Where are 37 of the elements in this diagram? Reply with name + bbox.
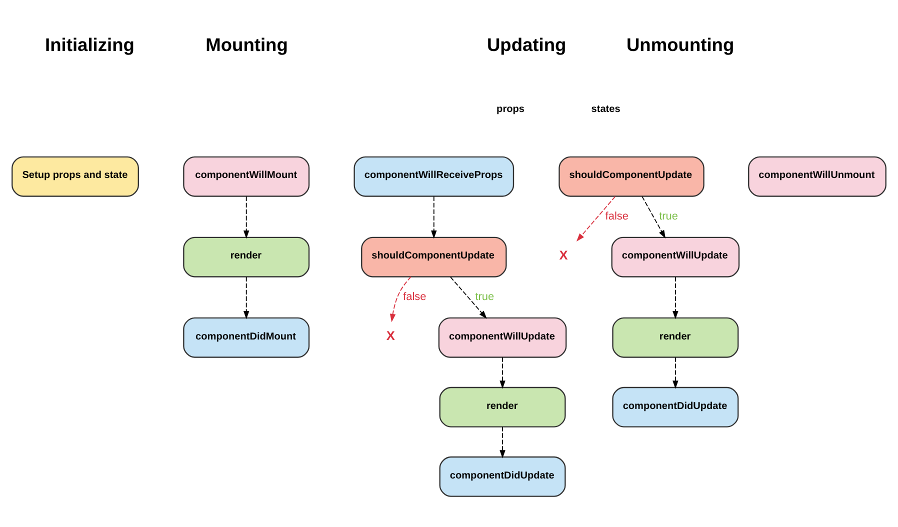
node-box: render: [183, 236, 310, 278]
arrow: [500, 426, 506, 458]
node-box: Setup props and state: [12, 156, 139, 197]
arrow: [672, 276, 678, 320]
node-box: shouldComponentUpdate: [361, 236, 507, 278]
node-box: componentDidMount: [183, 317, 310, 358]
arrow: [431, 196, 437, 239]
node-box: componentWillUnmount: [748, 156, 886, 197]
node-box: componentWillUpdate: [438, 317, 567, 358]
arrow: [450, 276, 487, 319]
arrow: [243, 196, 250, 239]
node-box: render: [439, 386, 566, 428]
edge-label: false: [403, 291, 426, 304]
node-box: componentDidUpdate: [439, 456, 566, 497]
arrow: [390, 276, 412, 322]
label: states: [591, 104, 620, 115]
node-text: X: [386, 328, 395, 344]
label: props: [496, 104, 524, 115]
node-box: componentWillReceiveProps: [354, 156, 514, 197]
arrow: [243, 276, 250, 320]
arrow: [576, 196, 616, 242]
edge-label: true: [475, 291, 494, 304]
node-box: render: [612, 317, 739, 358]
node-box: componentDidUpdate: [612, 386, 739, 428]
edge-label: true: [659, 210, 678, 223]
arrow: [500, 356, 506, 389]
node-text: X: [559, 248, 568, 263]
label: Unmounting: [626, 34, 734, 55]
node-box: componentWillUpdate: [611, 236, 740, 278]
label: Mounting: [206, 34, 288, 55]
label: Updating: [486, 34, 566, 55]
node-box: shouldComponentUpdate: [558, 156, 704, 197]
arrow: [672, 356, 678, 389]
node-box: componentWillMount: [183, 156, 310, 197]
edge-label: false: [605, 210, 628, 223]
arrow: [642, 196, 666, 239]
label: Initializing: [45, 34, 134, 55]
